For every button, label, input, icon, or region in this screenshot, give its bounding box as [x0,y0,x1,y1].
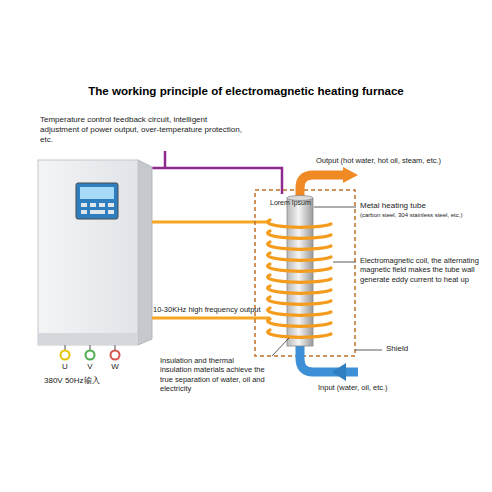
part-note: (carbon steel, 304 stainless steel, etc.… [360,212,488,220]
signal-label: 10-30KHz high frequency output [153,305,271,314]
callout-note: Temperature control feedback circuit, in… [40,115,245,145]
flow-label: Input (water, oil, etc.) [318,383,486,392]
callout-note: Insulation and thermal insulation materi… [160,356,266,394]
part-label: Electromagnetic coil, the alternating ma… [360,256,484,284]
part-label: Metal heating tube [360,201,426,211]
part-label: Shield [386,344,408,354]
pin-name: U [59,362,71,372]
input-terminals [61,345,120,360]
inverter-cabinet [38,160,152,345]
supply-label: 380V 50Hz输入 [44,376,100,386]
feedback-wire [152,151,282,194]
pin-name: V [84,362,96,372]
flow-label: Output (hot water, hot oil, steam, etc.) [316,156,488,165]
output-wire [152,317,270,320]
input-pipe [300,344,358,381]
output-wire [152,221,270,224]
shield-outline [255,190,355,356]
electromagnetic-coil [268,220,331,337]
pin-name: W [109,362,121,372]
title: The working principle of electromagnetic… [0,84,492,98]
tube-marking: Lorem Ipsum [270,199,311,208]
